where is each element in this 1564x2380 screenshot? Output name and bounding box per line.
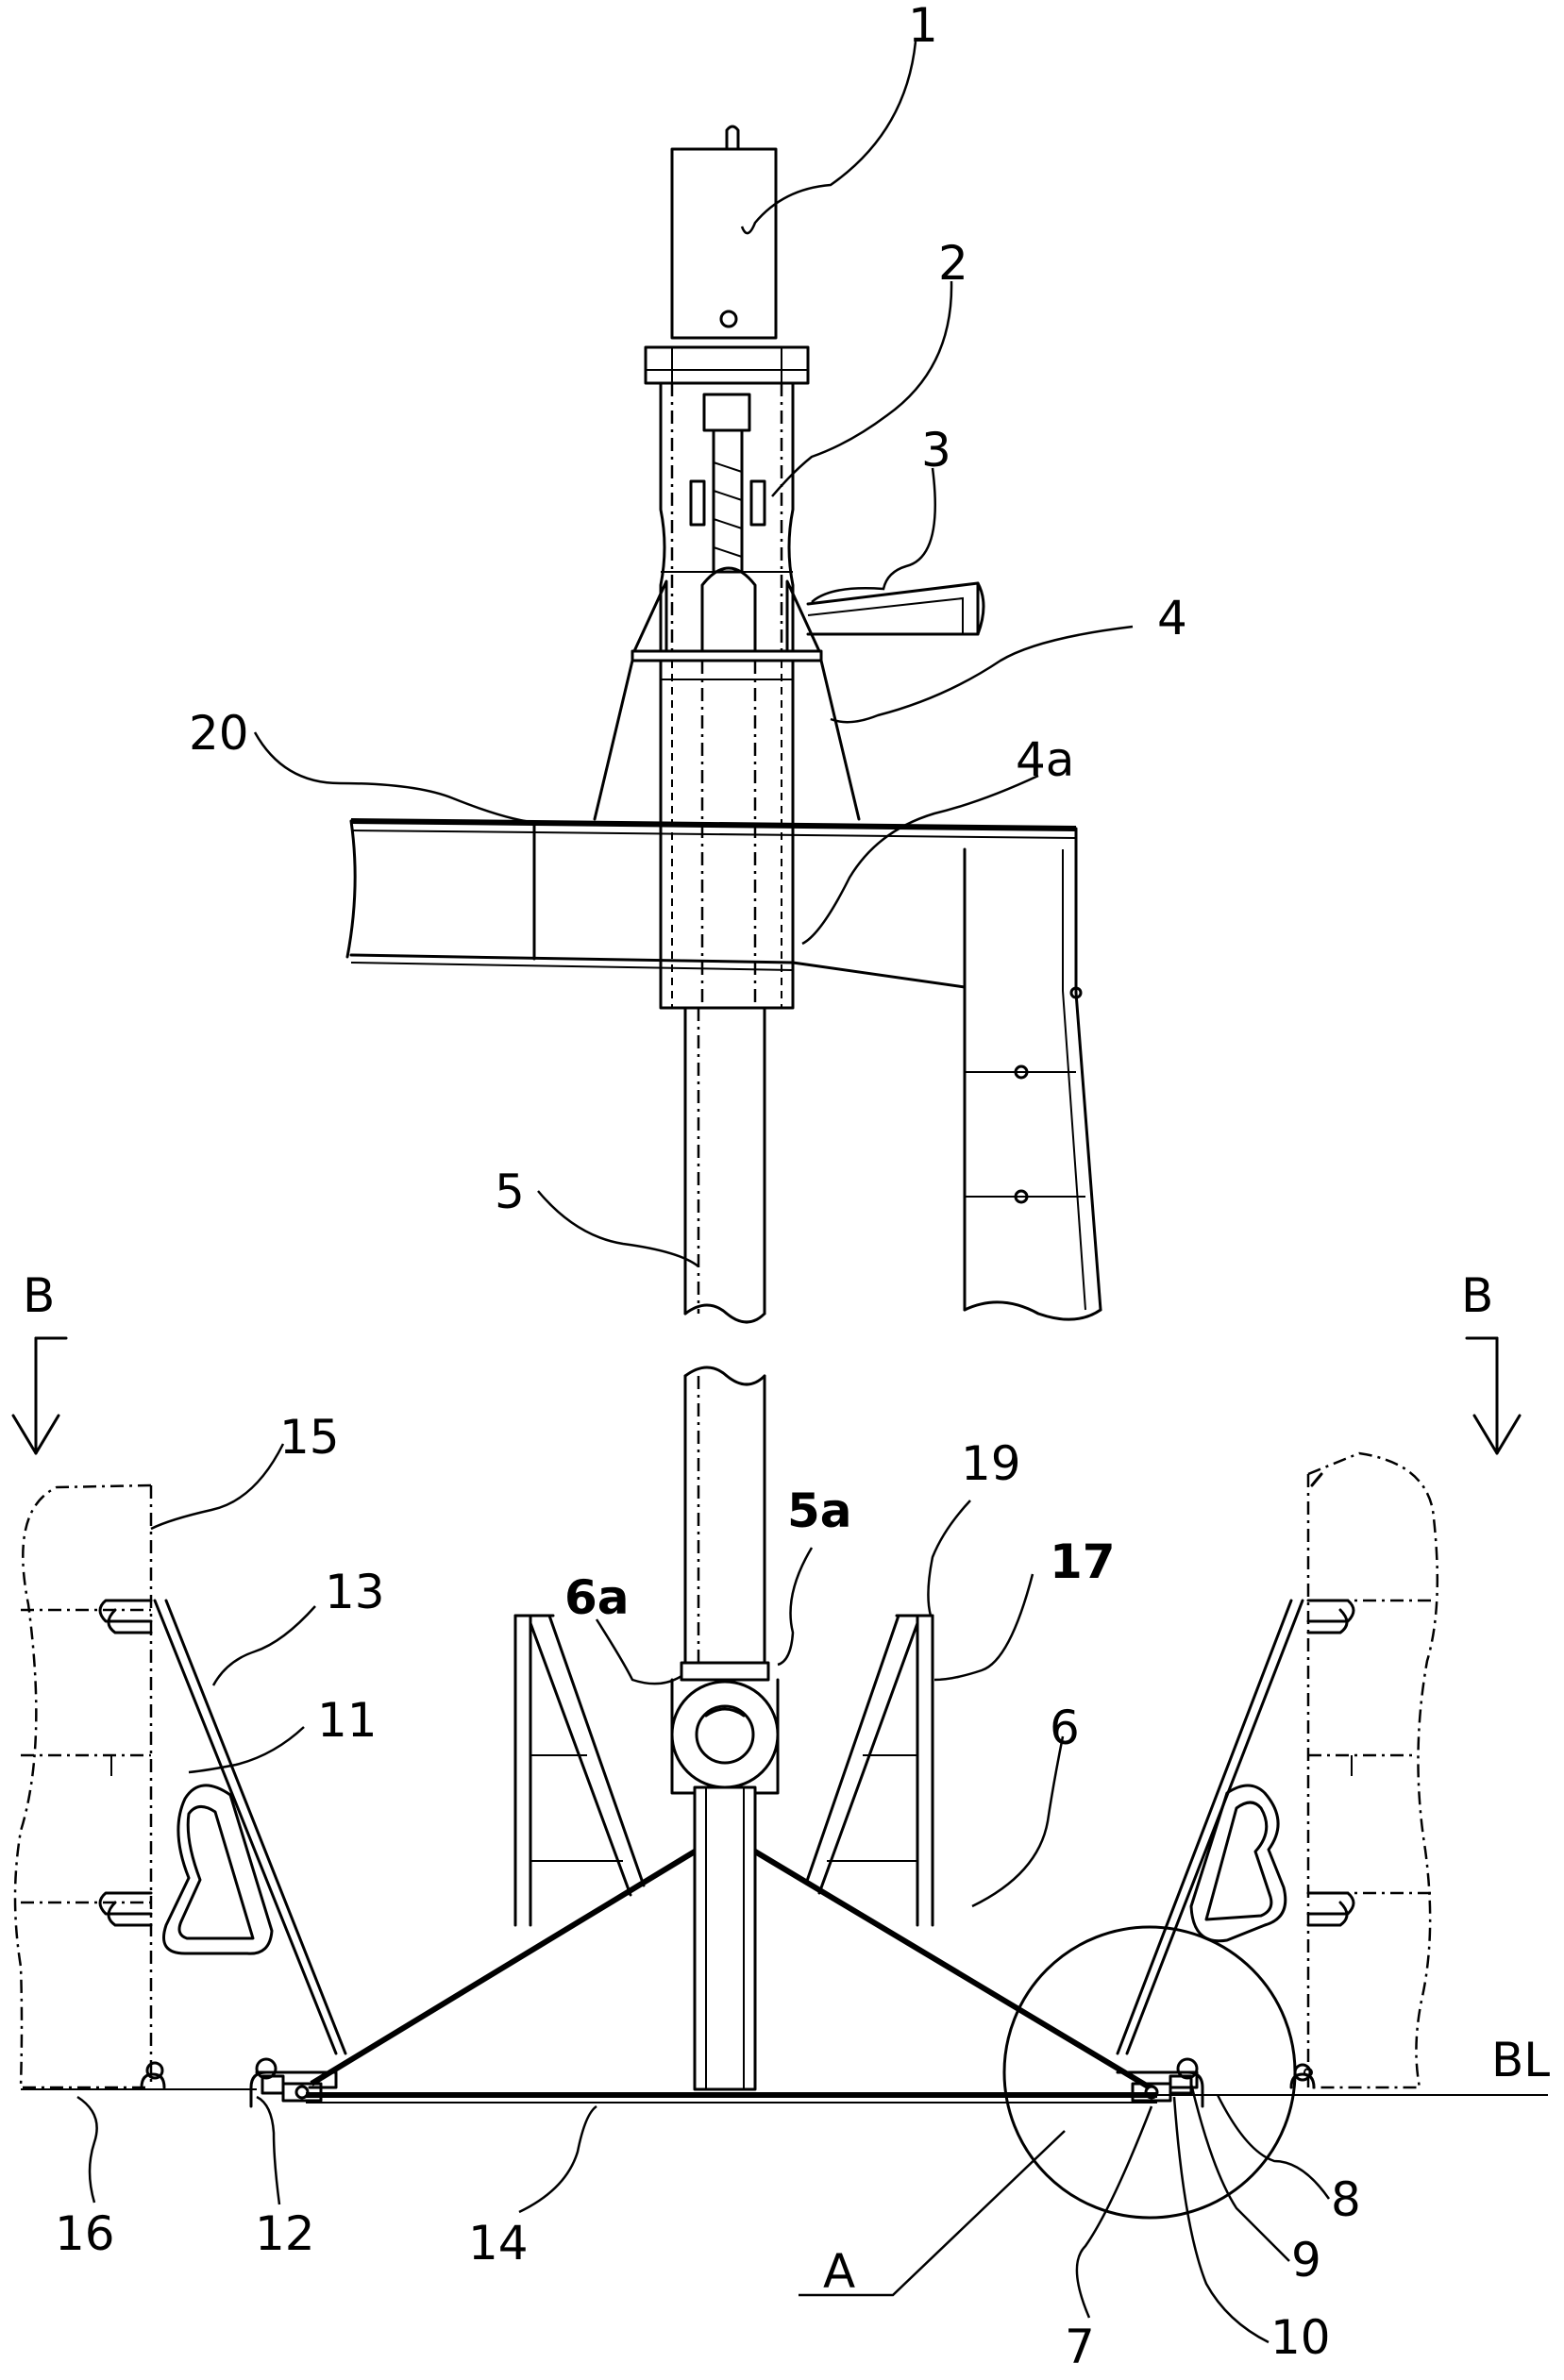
- pile-5-upper: [685, 1008, 765, 1322]
- label-4a: 4a: [1016, 732, 1074, 787]
- label-5a: 5a: [787, 1483, 852, 1538]
- left-clamp-12: [251, 2059, 336, 2106]
- label-10: 10: [1270, 2310, 1331, 2365]
- section-arrow-right: [1467, 1338, 1520, 1453]
- label-8: 8: [1331, 2172, 1361, 2227]
- label-20: 20: [189, 706, 249, 761]
- label-6: 6: [1050, 1701, 1080, 1755]
- support-seat-4: [595, 581, 859, 819]
- label-6a: 6a: [564, 1570, 630, 1625]
- label-7: 7: [1065, 2320, 1095, 2374]
- cylinder-1: [646, 126, 808, 383]
- label-11: 11: [317, 1693, 378, 1748]
- label-2: 2: [938, 236, 968, 291]
- deck-beam-20: [347, 821, 1076, 1000]
- section-arrow-left: [13, 1338, 66, 1453]
- label-16: 16: [55, 2206, 115, 2261]
- label-12: 12: [255, 2206, 315, 2261]
- baseline-label-bl: BL: [1491, 2033, 1550, 2087]
- label-1: 1: [908, 0, 938, 53]
- label-17: 17: [1050, 1534, 1116, 1589]
- left-hull-section: [15, 1485, 345, 2087]
- column-6a: [695, 1787, 755, 2089]
- right-hull-section: [1118, 1453, 1438, 2087]
- pile-5-lower: [685, 1367, 765, 1663]
- right-clamp-7-8-9-10: [1118, 2059, 1202, 2106]
- base-frame-6: [306, 1852, 1157, 2103]
- section-label-b-left: B: [23, 1268, 55, 1323]
- label-5: 5: [495, 1165, 525, 1219]
- detail-label-a: A: [823, 2244, 855, 2299]
- label-3: 3: [921, 423, 951, 478]
- label-13: 13: [325, 1565, 385, 1619]
- label-9: 9: [1291, 2233, 1321, 2288]
- label-19: 19: [961, 1436, 1021, 1491]
- label-4: 4: [1157, 591, 1187, 645]
- leader-lines: [77, 42, 1329, 2342]
- connector-housing-2: [661, 383, 793, 651]
- label-14: 14: [468, 2216, 529, 2271]
- pile-end-5a: [672, 1663, 778, 1793]
- label-15: 15: [279, 1410, 340, 1465]
- side-girder: [965, 849, 1101, 1319]
- section-label-b-right: B: [1461, 1268, 1493, 1323]
